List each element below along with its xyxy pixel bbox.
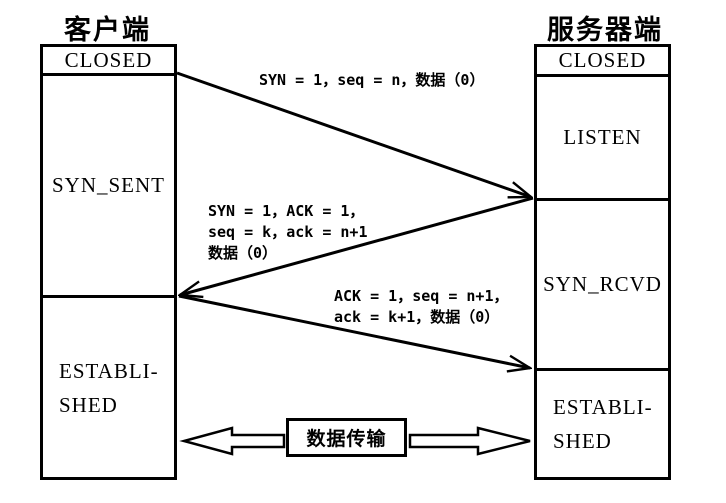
syn-message-label: SYN = 1，seq = n，数据（0） — [259, 70, 484, 91]
client-state-box: CLOSED SYN_SENT ESTABLI- SHED — [40, 44, 177, 480]
data-transfer-right-arrow — [408, 426, 531, 456]
syn-ack-message-line3: 数据（0） — [208, 244, 278, 262]
client-established-line1: ESTABLI- — [59, 358, 159, 383]
syn-ack-message-line1: SYN = 1，ACK = 1， — [208, 202, 365, 220]
ack-message-label: ACK = 1，seq = n+1， ack = k+1，数据（0） — [334, 286, 509, 328]
server-state-closed: CLOSED — [537, 47, 668, 77]
server-state-established: ESTABLI- SHED — [537, 371, 668, 477]
ack-message-line1: ACK = 1，seq = n+1， — [334, 287, 509, 305]
server-state-syn-rcvd: SYN_RCVD — [537, 201, 668, 371]
client-state-established: ESTABLI- SHED — [43, 298, 174, 477]
client-state-closed: CLOSED — [43, 47, 174, 76]
client-title: 客户端 — [64, 15, 151, 46]
server-established-line1: ESTABLI- — [553, 395, 653, 419]
syn-ack-message-label: SYN = 1，ACK = 1， seq = k，ack = n+1 数据（0） — [208, 201, 368, 264]
ack-arrow — [178, 294, 530, 368]
server-title: 服务器端 — [547, 15, 663, 46]
ack-message-line2: ack = k+1，数据（0） — [334, 308, 500, 326]
data-transfer-left-arrow — [179, 426, 286, 456]
server-established-line2: SHED — [553, 429, 612, 453]
client-state-syn-sent: SYN_SENT — [43, 76, 174, 298]
syn-message-line1: SYN = 1，seq = n，数据（0） — [259, 71, 485, 89]
syn-ack-arrow — [180, 196, 534, 295]
client-established-line2: SHED — [59, 392, 118, 417]
server-state-listen: LISTEN — [537, 77, 668, 201]
server-state-box: CLOSED LISTEN SYN_RCVD ESTABLI- SHED — [534, 44, 671, 480]
syn-ack-message-line2: seq = k，ack = n+1 — [208, 223, 368, 241]
data-transfer-box: 数据传输 — [286, 418, 407, 457]
syn-arrow — [176, 71, 531, 197]
